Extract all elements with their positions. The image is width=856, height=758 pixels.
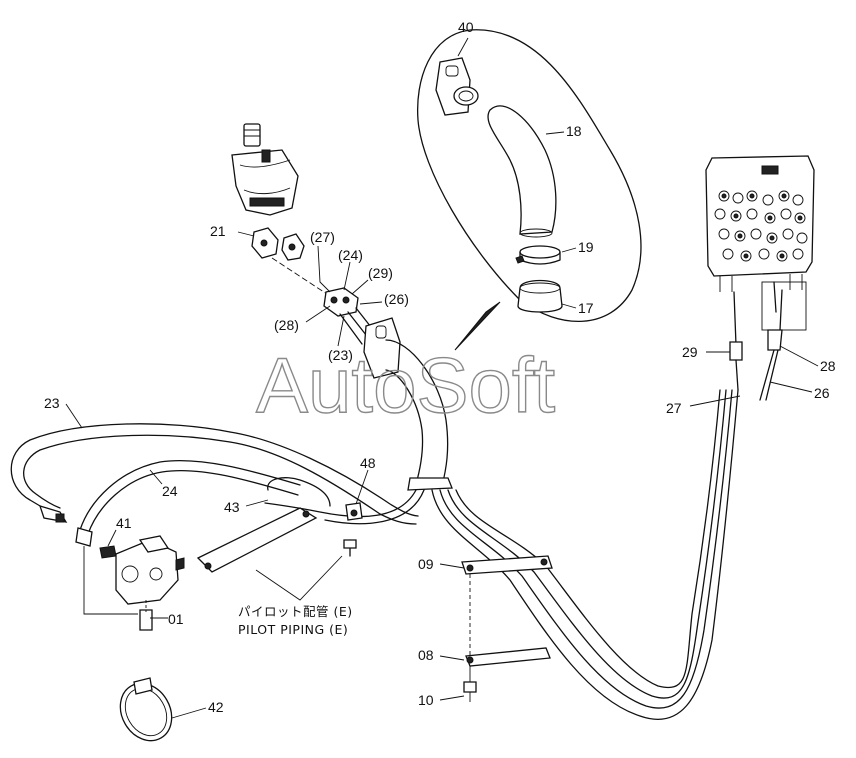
part-10-bolt (463, 574, 477, 702)
callout-48: 48 (360, 455, 376, 471)
callout-24-ref: (24) (338, 247, 363, 263)
callout-23: 23 (44, 395, 60, 411)
callout-18: 18 (566, 123, 582, 139)
callout-42: 42 (208, 699, 224, 715)
callout-21: 21 (210, 223, 226, 239)
hose-24 (75, 459, 301, 547)
callout-43: 43 (224, 499, 240, 515)
callout-28-ref: (28) (274, 317, 299, 333)
detail-bubble (416, 29, 642, 351)
callout-41: 41 (116, 515, 132, 531)
note-english: PILOT PIPING (E) (238, 622, 348, 637)
grommet-main (363, 317, 401, 379)
callout-19: 19 (578, 239, 594, 255)
callout-08: 08 (418, 647, 434, 663)
part-43-clamp-plate (196, 477, 363, 573)
part-09-clamp (461, 555, 553, 575)
callout-40: 40 (458, 19, 474, 35)
part-40-grommet (435, 57, 479, 116)
callout-29-ref: (29) (368, 265, 393, 281)
callout-24: 24 (162, 483, 178, 499)
callout-26-ref: (26) (384, 291, 409, 307)
callout-29: 29 (682, 344, 698, 360)
watermark-text: AutoSoft (256, 341, 556, 429)
part-17-cap (517, 279, 563, 313)
callout-10: 10 (418, 692, 434, 708)
rotary-motor (231, 123, 299, 216)
note-japanese: パイロット配管 (E) (238, 604, 353, 619)
part-42-band-clamp (119, 677, 173, 742)
callout-27: 27 (666, 400, 682, 416)
pilot-piping-leaders (255, 555, 343, 601)
leader-lines (65, 37, 819, 719)
callout-27-ref: (27) (310, 229, 335, 245)
control-valve-block (705, 155, 815, 401)
hose-23 (10, 423, 419, 525)
part-19-clamp (515, 245, 561, 265)
callout-23-ref: (23) (328, 347, 353, 363)
callout-01: 01 (168, 611, 184, 627)
callout-09: 09 (418, 556, 434, 572)
callout-26: 26 (814, 385, 830, 401)
callout-28: 28 (820, 358, 836, 374)
callout-17: 17 (578, 300, 594, 316)
part-18-hose (487, 105, 557, 238)
pilot-valve (83, 535, 185, 631)
part-08-plate (465, 647, 551, 667)
callout-labels: 40 18 19 17 21 (27) (24) (29) (26) (28) … (44, 19, 836, 715)
fitting-cluster (323, 287, 379, 345)
part-21-fittings (251, 227, 331, 297)
